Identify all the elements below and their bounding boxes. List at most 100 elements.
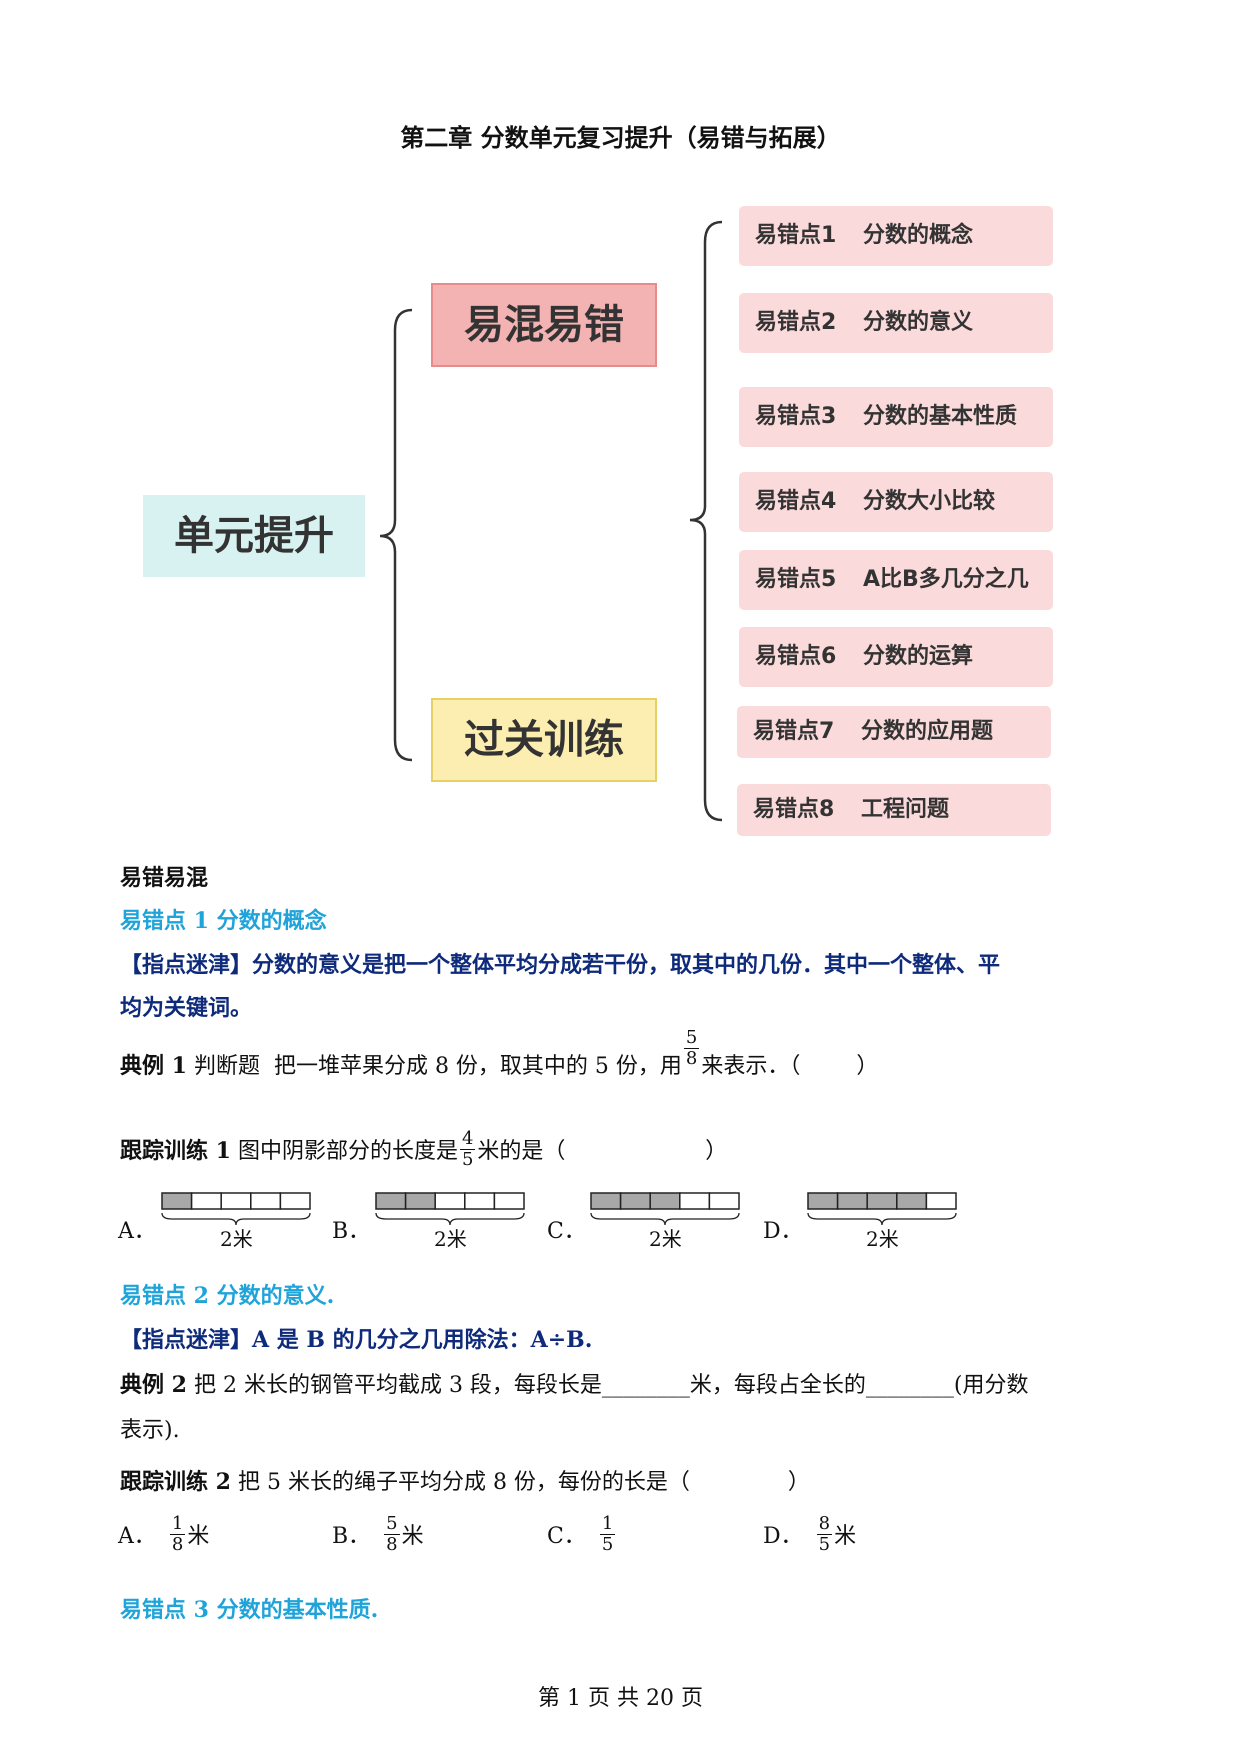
fraction-denominator: 8 — [386, 1533, 398, 1555]
mindmap-brackets — [379, 220, 723, 822]
bar-segment-shaded — [619, 1192, 651, 1210]
bar-segment-shaded — [836, 1192, 868, 1210]
example-1-label: 典例 1 — [120, 1053, 187, 1079]
leaf-point: 易错点4 — [755, 489, 837, 514]
mindmap-leaf: 易错点7 分数的应用题 — [737, 706, 1051, 758]
leaf-topic: 分数的基本性质 — [863, 404, 1018, 429]
example-1-text: 判断题 把一堆苹果分成 8 份，取其中的 5 份，用 — [186, 1054, 682, 1079]
leaf-topic: 分数的概念 — [863, 223, 974, 248]
option-letter: A． — [118, 1524, 156, 1549]
leaf-topic: 分数的应用题 — [861, 719, 994, 744]
tip-1-line2: 均为关键词。 — [120, 995, 253, 1021]
training-1-fraction: 4 5 — [459, 1127, 476, 1170]
bar-segment — [220, 1192, 252, 1210]
bar-segment-shaded — [161, 1192, 193, 1210]
fraction-numerator: 5 — [384, 1512, 400, 1535]
leaf-point: 易错点3 — [755, 404, 837, 429]
fraction-denominator: 5 — [818, 1533, 831, 1555]
training-1-tail: 米的是（ ） — [477, 1139, 728, 1164]
training-1-text: 图中阴影部分的长度是 — [230, 1139, 458, 1164]
leaf-topic: 工程问题 — [861, 797, 950, 822]
bar-segment — [925, 1192, 957, 1210]
bar-segment-shaded — [649, 1192, 681, 1210]
option-d-letter: D． — [763, 1219, 803, 1244]
leaf-topic: A比B多几分之几 — [863, 567, 1029, 592]
bar-segment-shaded — [896, 1192, 928, 1210]
bar-segment-shaded — [807, 1192, 839, 1210]
leaf-point: 易错点7 — [753, 719, 835, 744]
bar-segment — [708, 1192, 740, 1210]
leaf-point: 易错点6 — [755, 644, 837, 669]
leaf-topic: 分数的意义 — [863, 310, 974, 335]
option-unit: 米 — [187, 1524, 210, 1549]
bar-segment-shaded — [866, 1192, 898, 1210]
option-b-bar-label: 2米 — [434, 1227, 467, 1251]
tip-1-line1: 【指点迷津】分数的意义是把一个整体平均分成若干份，取其中的几份．其中一个整体、平 — [120, 952, 1001, 978]
fraction-denominator: 8 — [685, 1047, 698, 1069]
bar-segment-shaded — [590, 1192, 622, 1210]
option-c-letter: C． — [547, 1219, 586, 1244]
bracket-left — [379, 308, 413, 762]
option-d-bar-label: 2米 — [866, 1227, 899, 1251]
mindmap-branch-training: 过关训练 — [431, 698, 657, 782]
leaf-point: 易错点1 — [755, 223, 837, 248]
bar-diagrams — [161, 1192, 957, 1226]
mindmap-leaf: 易错点3 分数的基本性质 — [739, 387, 1053, 447]
bar-segment — [493, 1192, 525, 1210]
bar-segment — [464, 1192, 496, 1210]
mindmap-root: 单元提升 — [143, 495, 365, 577]
bar-brace — [161, 1212, 311, 1226]
mindmap-branch-errors: 易混易错 — [431, 283, 657, 367]
bar-segment — [190, 1192, 222, 1210]
mindmap-leaf: 易错点6 分数的运算 — [739, 627, 1053, 687]
error-point-1-heading: 易错点 1 分数的概念 — [120, 908, 327, 934]
page-title: 第二章 分数单元复习提升（易错与拓展） — [400, 123, 841, 152]
fraction-numerator: 8 — [816, 1512, 833, 1535]
option-a-letter: A． — [118, 1219, 156, 1244]
bracket-right — [689, 220, 723, 822]
bar-segment-shaded — [375, 1192, 407, 1210]
page-footer: 第 1 页 共 20 页 — [538, 1686, 703, 1711]
mindmap-leaf: 易错点2 分数的意义 — [739, 293, 1053, 353]
example-2-text: 把 2 米长的钢管平均截成 3 段，每段长是________米，每段占全长的__… — [186, 1373, 1029, 1398]
bar-segment — [679, 1192, 711, 1210]
fraction-denominator: 5 — [461, 1148, 474, 1170]
bar-brace — [807, 1212, 957, 1226]
fraction-numerator: 1 — [169, 1512, 186, 1535]
option-c-bar-label: 2米 — [649, 1227, 682, 1251]
bar-segment — [434, 1192, 466, 1210]
example-1: 典例 1 判断题 把一堆苹果分成 8 份，取其中的 5 份，用 5 8 来表示．… — [120, 1027, 878, 1092]
fraction-numerator: 4 — [459, 1127, 476, 1150]
leaf-topic: 分数的运算 — [863, 644, 974, 669]
training-2-text: 把 5 米长的绳子平均分成 8 份，每份的长是（ ） — [230, 1470, 810, 1495]
option-unit: 米 — [401, 1524, 424, 1549]
option-b-letter: B． — [332, 1219, 371, 1244]
leaf-topic: 分数大小比较 — [863, 489, 996, 514]
fraction-denominator: 8 — [171, 1533, 184, 1555]
option-unit: 米 — [834, 1524, 857, 1549]
bar-brace — [375, 1212, 525, 1226]
mindmap-leaf: 易错点4 分数大小比较 — [739, 472, 1053, 532]
option-letter: B． — [332, 1524, 371, 1549]
option-letter: C． — [547, 1524, 586, 1549]
tip-2: 【指点迷津】A 是 B 的几分之几用除法：A÷B. — [120, 1327, 593, 1353]
bar-segment — [279, 1192, 311, 1210]
training-1: 跟踪训练 1 图中阴影部分的长度是 4 5 米的是（ ） — [120, 1124, 727, 1174]
leaf-point: 易错点2 — [755, 310, 837, 335]
fraction-numerator: 5 — [683, 1026, 700, 1049]
training-2: 跟踪训练 2 把 5 米长的绳子平均分成 8 份，每份的长是（ ） — [120, 1464, 810, 1496]
mindmap-leaf: 易错点1 分数的概念 — [739, 206, 1053, 266]
bar-brace — [590, 1212, 740, 1226]
option-a-bar-label: 2米 — [220, 1227, 253, 1251]
section-heading: 易错易混 — [120, 865, 209, 891]
example-2-line2: 表示). — [120, 1418, 180, 1443]
